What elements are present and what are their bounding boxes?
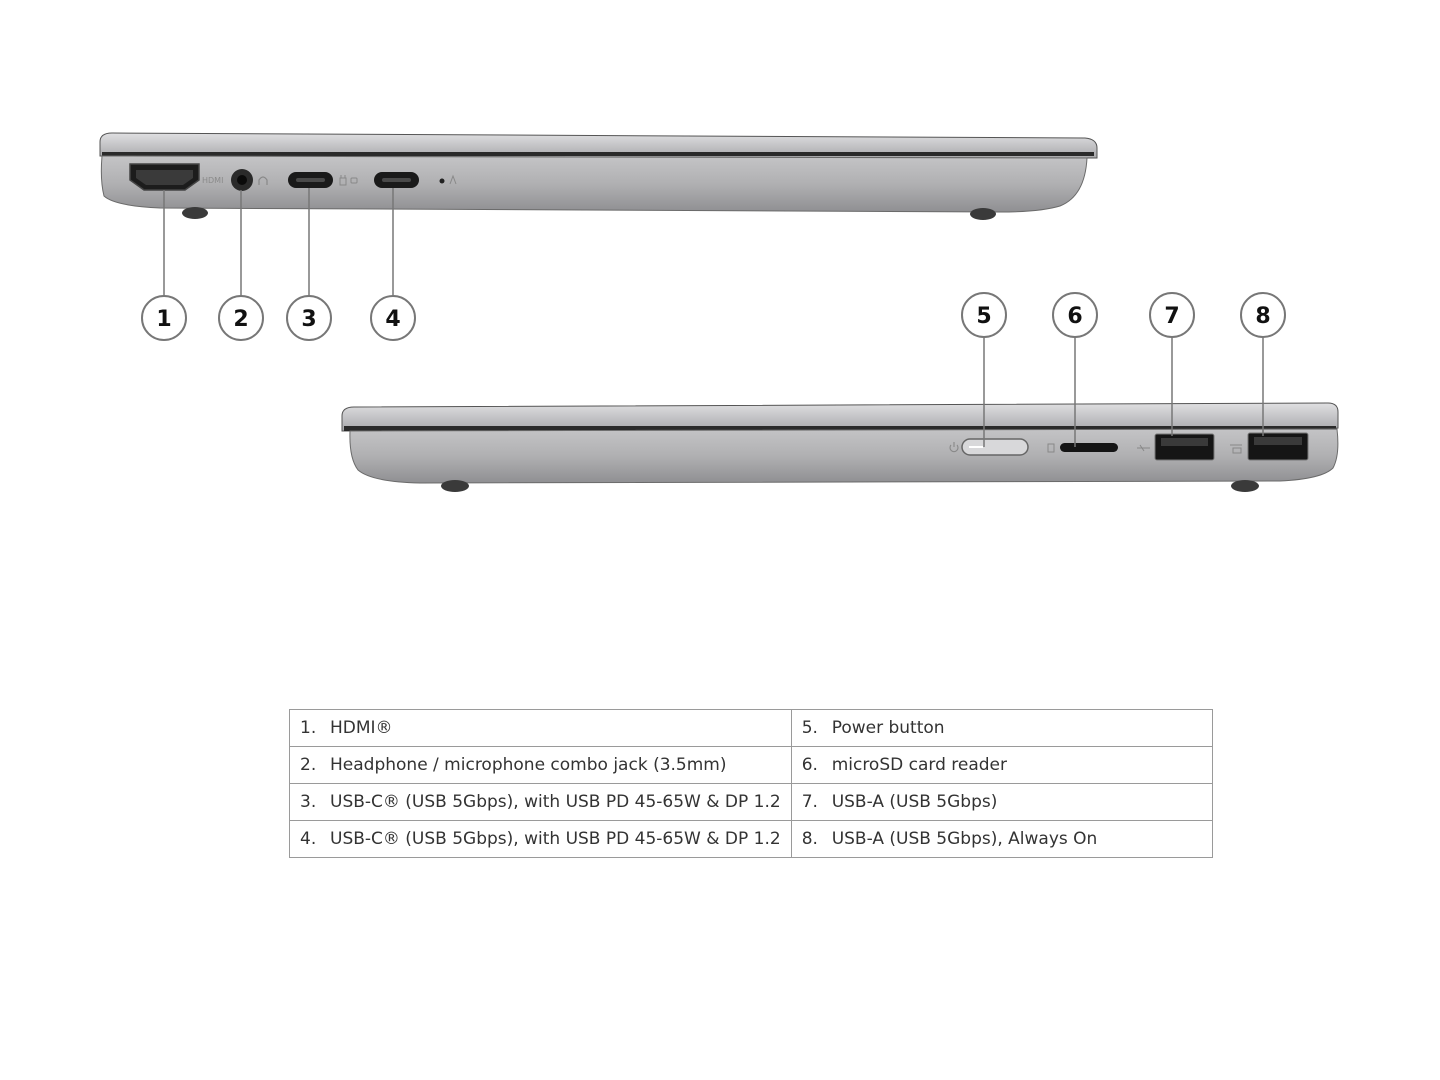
audio-jack-hole — [237, 175, 247, 185]
callout-1: 1 — [141, 295, 187, 341]
port-label: Headphone / microphone combo jack (3.5mm… — [330, 755, 727, 775]
port-cell: 3. USB-C® (USB 5Gbps), with USB PD 45-65W… — [289, 783, 792, 821]
callout-lines — [163, 188, 1264, 447]
hdmi-text: HDMI — [202, 176, 223, 185]
charge-indicator-icon — [449, 174, 457, 185]
power-led — [969, 446, 983, 448]
laptop-ports-diagram: HDMI — [99, 132, 1339, 492]
port-number: 5. — [801, 718, 818, 738]
callout-number-6: 6 — [1067, 304, 1082, 329]
power-button — [961, 438, 1029, 456]
callout-5: 5 — [961, 292, 1007, 338]
port-number: 4. — [300, 829, 317, 849]
left-base — [100, 155, 1088, 213]
port-label: microSD card reader — [831, 755, 1007, 775]
usbc-port-2-tongue — [382, 178, 411, 182]
port-cell: 4. USB-C® (USB 5Gbps), with USB PD 45-65W… — [289, 820, 792, 858]
microsd-slot — [1060, 443, 1118, 452]
port-label: USB-A (USB 5Gbps), Always On — [831, 829, 1098, 849]
callout-4: 4 — [370, 295, 416, 341]
port-number: 2. — [300, 755, 317, 775]
sd-card-icon — [1047, 443, 1055, 453]
laptop-right-side — [341, 402, 1339, 492]
port-cell: 7. USB-A (USB 5Gbps) — [790, 783, 1213, 821]
ports-legend-table: 1. HDMI® 5. Power button 2. Headphone / mic… — [289, 709, 1213, 858]
right-foot-back — [1231, 480, 1259, 492]
led-indicator-icon — [439, 178, 445, 184]
table-row: 4. USB-C® (USB 5Gbps), with USB PD 45-65W… — [289, 820, 1213, 858]
port-number: 1. — [300, 718, 317, 738]
callout-6: 6 — [1052, 292, 1098, 338]
left-foot-back — [970, 208, 996, 220]
port-cell: 6. microSD card reader — [790, 746, 1213, 784]
port-number: 8. — [801, 829, 818, 849]
left-foot-front — [182, 207, 208, 219]
hdmi-inner — [136, 170, 193, 185]
usba-port-1-tongue — [1161, 438, 1208, 446]
port-cell: 8. USB-A (USB 5Gbps), Always On — [790, 820, 1213, 858]
callout-number-3: 3 — [301, 307, 316, 332]
headphone-icon — [258, 176, 268, 185]
port-label: Power button — [831, 718, 945, 738]
left-seam — [102, 152, 1094, 156]
table-row: 2. Headphone / microphone combo jack (3.5… — [289, 746, 1213, 784]
usbc-port-1-tongue — [296, 178, 325, 182]
callout-7: 7 — [1149, 292, 1195, 338]
table-row: 3. USB-C® (USB 5Gbps), with USB PD 45-65W… — [289, 783, 1213, 821]
usb-always-on-icon — [1230, 444, 1242, 454]
callout-3: 3 — [286, 295, 332, 341]
usba-port-1 — [1154, 433, 1215, 461]
port-number: 6. — [801, 755, 818, 775]
callout-number-5: 5 — [976, 304, 991, 329]
port-label: USB-C® (USB 5Gbps), with USB PD 45-65W &… — [330, 792, 781, 812]
callout-number-2: 2 — [233, 307, 248, 332]
callout-2: 2 — [218, 295, 264, 341]
port-label: USB-C® (USB 5Gbps), with USB PD 45-65W &… — [330, 829, 781, 849]
port-label: HDMI® — [330, 718, 393, 738]
port-cell: 5. Power button — [790, 709, 1213, 747]
callout-number-8: 8 — [1255, 304, 1270, 329]
callout-8: 8 — [1240, 292, 1286, 338]
right-seam — [344, 426, 1336, 431]
table-row: 1. HDMI® 5. Power button — [289, 709, 1213, 747]
port-cell: 1. HDMI® — [289, 709, 792, 747]
right-base — [349, 428, 1339, 484]
callout-number-4: 4 — [385, 307, 400, 332]
displayport-icon — [350, 177, 358, 184]
left-lid — [99, 132, 1098, 159]
port-number: 7. — [801, 792, 818, 812]
power-delivery-icon — [339, 175, 347, 186]
callout-number-7: 7 — [1164, 304, 1179, 329]
right-foot-front — [441, 480, 469, 492]
port-label: USB-A (USB 5Gbps) — [831, 792, 998, 812]
port-cell: 2. Headphone / microphone combo jack (3.5… — [289, 746, 792, 784]
right-lid — [341, 402, 1339, 432]
laptop-left-side: HDMI — [99, 132, 1098, 220]
usb-icon — [1137, 444, 1150, 452]
power-icon — [949, 442, 959, 453]
callout-number-1: 1 — [156, 307, 171, 332]
port-number: 3. — [300, 792, 317, 812]
usba-port-2-tongue — [1254, 437, 1302, 445]
